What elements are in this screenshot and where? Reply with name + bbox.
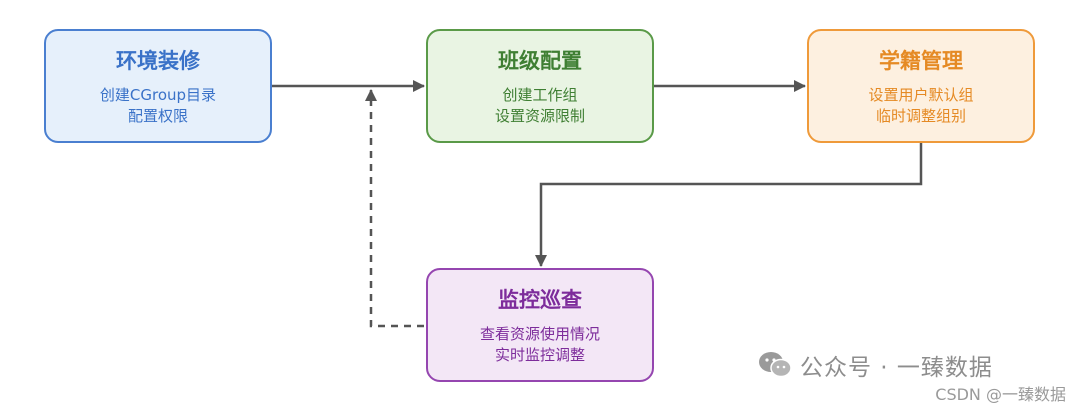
edge-enroll-to-monitor [535,143,923,267]
watermark-text: 公众号 · 一臻数据 [800,355,993,381]
credit-text: CSDN @一臻数据 [935,385,1066,404]
node-line: 设置资源限制 [494,107,585,125]
node-line: 实时监控调整 [494,346,585,364]
node-line: 配置权限 [127,107,188,125]
node-monitoring: 监控巡查 查看资源使用情况 实时监控调整 [426,268,654,382]
node-title: 班级配置 [498,49,582,73]
edge-monitor-feedback [365,89,424,328]
node-line: 创建CGroup目录 [99,86,217,104]
watermark: 公众号 · 一臻数据 [758,348,993,382]
node-line: 查看资源使用情况 [479,325,600,343]
node-line: 设置用户默认组 [868,86,974,104]
node-title: 学籍管理 [879,49,963,73]
node-class-config: 班级配置 创建工作组 设置资源限制 [426,29,654,143]
node-line: 创建工作组 [502,86,578,104]
node-env-setup: 环境装修 创建CGroup目录 配置权限 [44,29,272,143]
node-title: 监控巡查 [498,288,582,312]
node-line: 临时调整组别 [875,107,966,125]
node-title: 环境装修 [116,49,200,73]
node-enrollment-mgmt: 学籍管理 设置用户默认组 临时调整组别 [807,29,1035,143]
wechat-logo-icon [759,352,792,378]
